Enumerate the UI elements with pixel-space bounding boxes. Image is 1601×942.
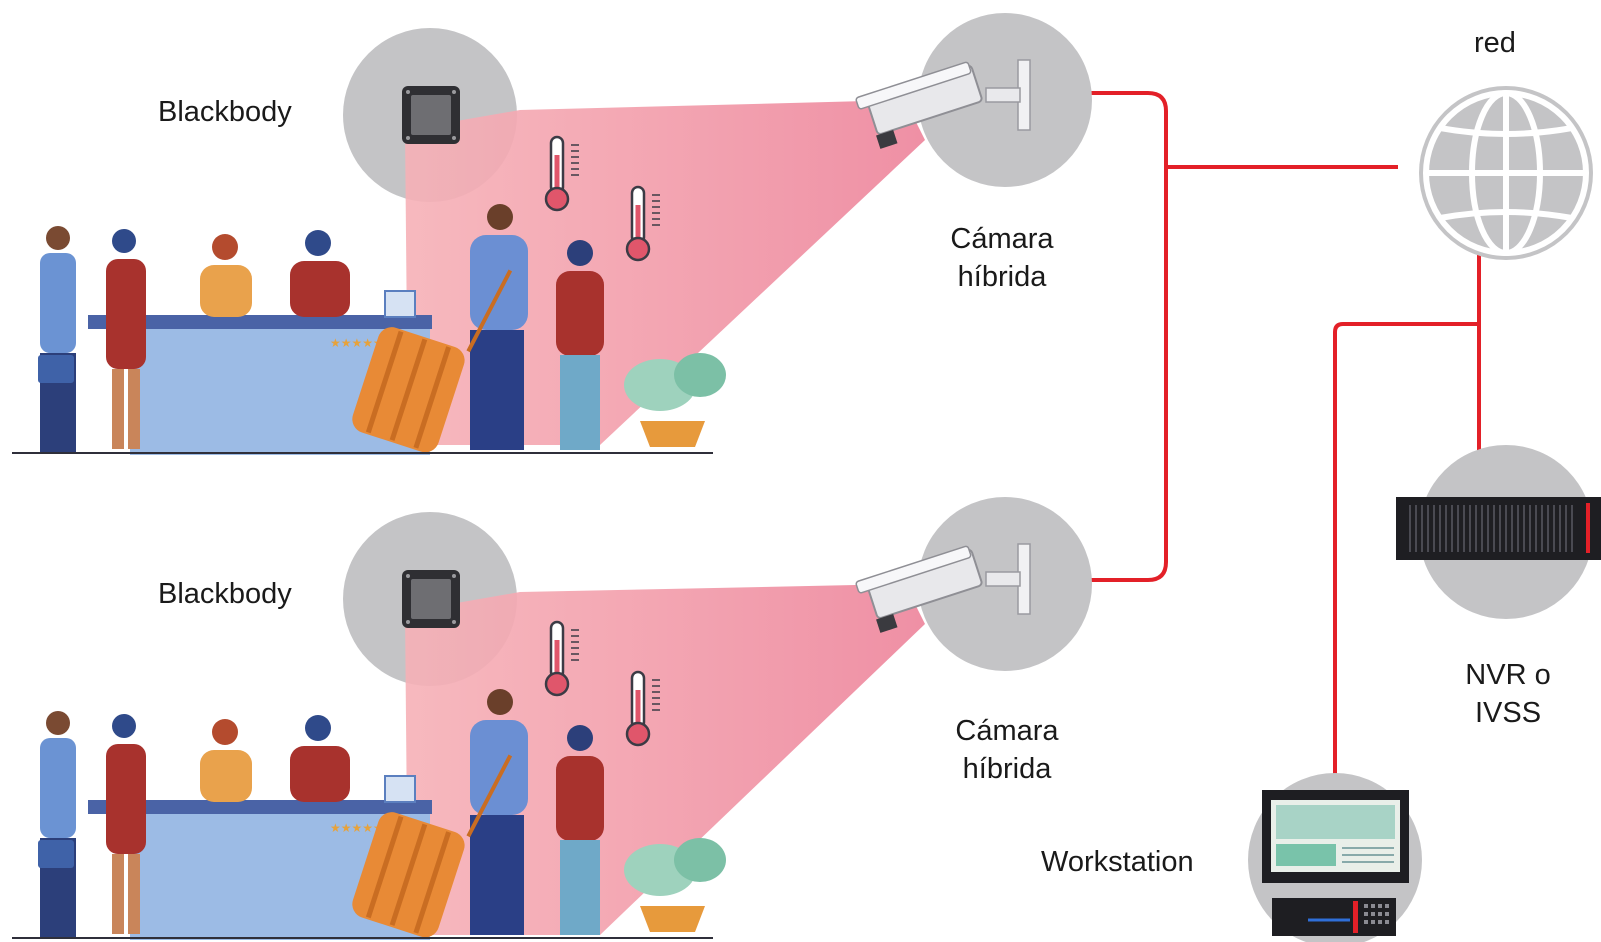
nvr-node bbox=[1396, 445, 1601, 619]
link-camera-top bbox=[1016, 91, 1168, 167]
camera-beam-bottom bbox=[405, 584, 925, 935]
site-bottom bbox=[12, 497, 1092, 942]
camera-beam-top bbox=[405, 100, 925, 445]
workstation-node bbox=[1248, 773, 1422, 942]
blackbody-icon bbox=[402, 86, 460, 144]
camera-label-bottom-line1: Cámara bbox=[955, 715, 1059, 747]
nvr-label-line2: IVSS bbox=[1474, 697, 1542, 729]
workstation-label: Workstation bbox=[1041, 846, 1194, 878]
blackbody-icon bbox=[402, 570, 460, 628]
globe-icon bbox=[1423, 90, 1589, 256]
camera-label-bottom-line2: híbrida bbox=[962, 753, 1052, 785]
blackbody-label-top: Blackbody bbox=[158, 96, 292, 128]
network-node bbox=[1419, 86, 1593, 260]
nvr-label: NVR o IVSS bbox=[1452, 656, 1564, 732]
link-workstation bbox=[1333, 322, 1479, 792]
link-camera-bottom bbox=[1016, 167, 1168, 582]
camera-label-top-line2: híbrida bbox=[957, 261, 1047, 293]
camera-label-top: Cámara híbrida bbox=[940, 220, 1064, 296]
network-label: red bbox=[1474, 27, 1516, 59]
site-top bbox=[12, 13, 1092, 461]
network-links bbox=[1016, 91, 1481, 792]
blackbody-label-bottom: Blackbody bbox=[158, 578, 292, 610]
camera-label-top-line1: Cámara bbox=[950, 223, 1054, 255]
workstation-tower-icon bbox=[1272, 898, 1396, 936]
nvr-label-line1: NVR o bbox=[1465, 659, 1551, 691]
workstation-monitor-icon bbox=[1262, 790, 1409, 883]
nvr-recorder-icon bbox=[1396, 497, 1601, 560]
camera-label-bottom: Cámara híbrida bbox=[945, 712, 1069, 788]
